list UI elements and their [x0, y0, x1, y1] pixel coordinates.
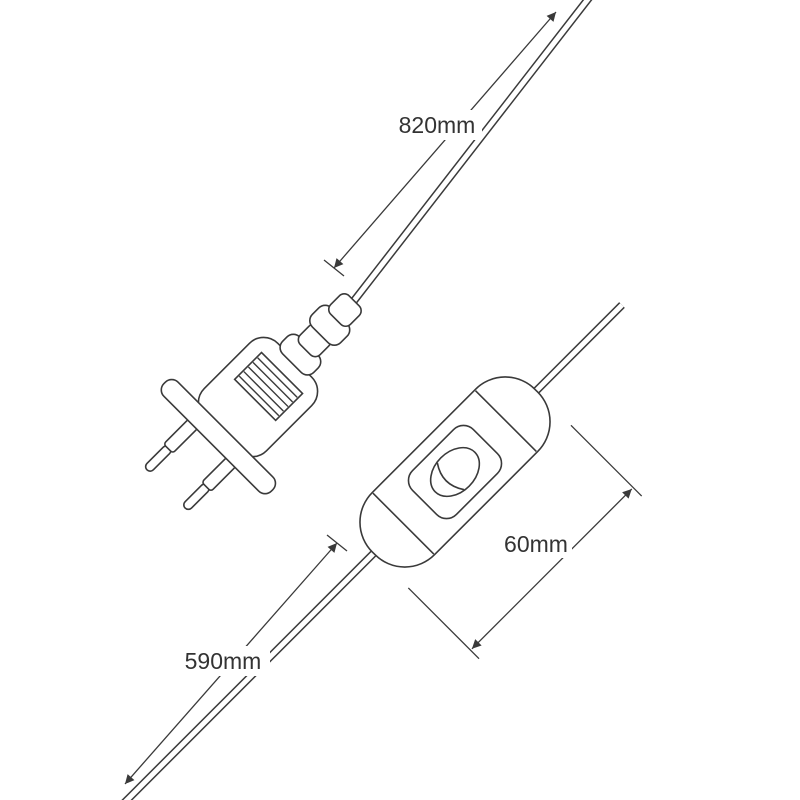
dimension-label-590mm: 590mm — [185, 648, 262, 674]
dimension-tick — [323, 259, 345, 277]
plug-grille — [233, 351, 304, 422]
europlug — [144, 293, 362, 511]
dimension-tick — [326, 534, 348, 552]
cable-820mm — [349, 0, 593, 305]
plug-flange — [160, 378, 277, 495]
plug-pin — [183, 457, 236, 511]
rocker-button — [429, 446, 481, 498]
dimension-590mm: 590mm — [124, 534, 348, 785]
dimension-label-60mm: 60mm — [504, 531, 568, 557]
plug-pin — [144, 419, 198, 472]
switch-seam — [372, 492, 435, 555]
strain-relief — [279, 293, 362, 376]
cable-into-switch — [527, 302, 625, 400]
inline-switch — [359, 376, 643, 660]
dimension-820mm: 820mm — [323, 11, 557, 277]
dimension-60mm-lines — [407, 424, 643, 660]
dimension-label-820mm: 820mm — [399, 112, 476, 138]
dimension-60mm: 60mm — [500, 530, 572, 558]
switch-seam — [474, 390, 537, 453]
